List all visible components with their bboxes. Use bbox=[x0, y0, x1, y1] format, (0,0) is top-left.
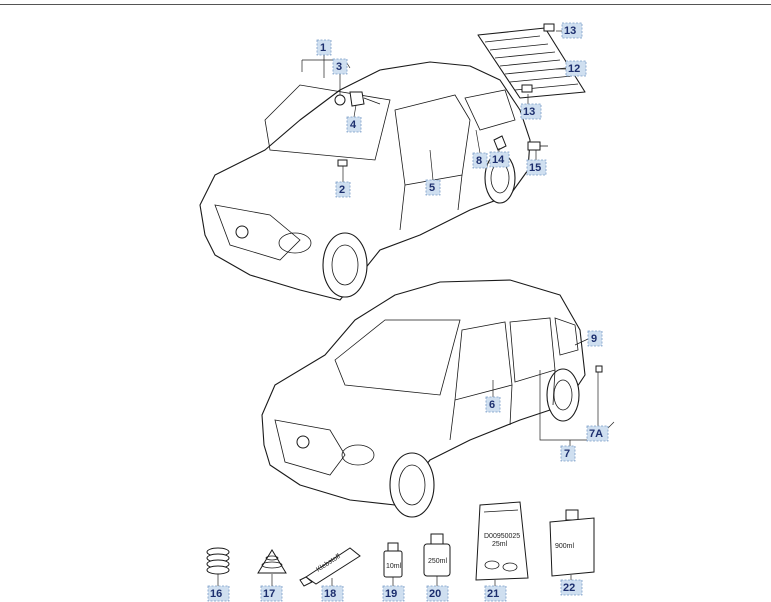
screw-15-icon bbox=[527, 141, 541, 151]
windshield-lower bbox=[334, 319, 461, 396]
part-19-bottle-icon: 10ml bbox=[383, 542, 403, 578]
callout-6: 6 bbox=[485, 396, 501, 413]
callout-21: 21 bbox=[484, 585, 507, 602]
svg-text:19: 19 bbox=[385, 588, 397, 600]
callout-4: 4 bbox=[346, 116, 362, 133]
callout-7: 7 bbox=[560, 445, 576, 462]
sensor-3-icon bbox=[334, 94, 346, 106]
callout-13-bottom: 13 bbox=[520, 103, 542, 120]
clip-7a-icon bbox=[595, 365, 603, 373]
svg-text:1: 1 bbox=[320, 42, 326, 54]
svg-text:12: 12 bbox=[568, 63, 580, 75]
front-door-window bbox=[454, 321, 513, 401]
bag-qty-label: 25ml bbox=[492, 541, 508, 548]
callout-14: 14 bbox=[489, 151, 510, 168]
svg-text:2: 2 bbox=[339, 184, 345, 196]
callout-8: 8 bbox=[472, 152, 488, 169]
callout-15: 15 bbox=[526, 159, 547, 176]
svg-text:4: 4 bbox=[350, 119, 357, 131]
svg-text:16: 16 bbox=[210, 588, 222, 600]
door-window-upper bbox=[394, 94, 471, 186]
part-20-can-icon: 250ml bbox=[423, 533, 451, 577]
grille-upper bbox=[214, 204, 301, 261]
svg-text:20: 20 bbox=[429, 588, 441, 600]
callout-9: 9 bbox=[587, 330, 603, 347]
windshield-upper bbox=[264, 84, 391, 161]
svg-text:5: 5 bbox=[429, 182, 435, 194]
callout-22: 22 bbox=[560, 579, 583, 596]
callout-12: 12 bbox=[565, 60, 587, 77]
svg-text:7A: 7A bbox=[589, 428, 603, 440]
svg-text:13: 13 bbox=[523, 106, 535, 118]
mirror-base-4-icon bbox=[349, 91, 365, 107]
svg-text:17: 17 bbox=[263, 588, 275, 600]
small-parts-upper bbox=[334, 91, 548, 167]
svg-text:3: 3 bbox=[336, 61, 342, 73]
callout-2: 2 bbox=[335, 181, 351, 198]
callout-19: 19 bbox=[382, 585, 405, 602]
part-22-canister-icon: 900ml bbox=[549, 509, 595, 577]
svg-text:8: 8 bbox=[476, 155, 482, 167]
callout-17: 17 bbox=[260, 585, 283, 602]
callout-13-top: 13 bbox=[561, 22, 583, 39]
part-21-bag-icon: D00950025 25ml bbox=[475, 501, 529, 581]
car-lower bbox=[261, 279, 603, 518]
svg-text:13: 13 bbox=[564, 25, 576, 37]
part-18-adhesive-tube-icon: Klebstoff bbox=[299, 547, 361, 587]
callout-7a: 7A bbox=[586, 425, 609, 442]
svg-text:21: 21 bbox=[487, 588, 499, 600]
canister-label: 900ml bbox=[555, 543, 575, 550]
callout-16: 16 bbox=[207, 585, 230, 602]
rear-window-part bbox=[477, 23, 586, 99]
svg-text:22: 22 bbox=[563, 582, 575, 594]
callout-5: 5 bbox=[425, 179, 441, 196]
part-16-spring-icon bbox=[206, 547, 230, 575]
bottom-leader-stubs bbox=[217, 574, 572, 586]
svg-text:9: 9 bbox=[591, 333, 597, 345]
svg-text:6: 6 bbox=[489, 399, 495, 411]
svg-text:7: 7 bbox=[564, 448, 570, 460]
svg-text:18: 18 bbox=[324, 588, 336, 600]
grille-lower bbox=[274, 419, 346, 476]
callout-20: 20 bbox=[426, 585, 449, 602]
part-17-coil-icon bbox=[257, 549, 287, 574]
bottle-label: 10ml bbox=[386, 563, 402, 570]
leader-lines bbox=[301, 30, 615, 446]
bag-code-label: D00950025 bbox=[484, 533, 520, 540]
svg-text:14: 14 bbox=[492, 154, 505, 166]
can-label: 250ml bbox=[428, 558, 448, 565]
clip-2-icon bbox=[337, 159, 348, 167]
callout-18: 18 bbox=[321, 585, 344, 602]
clip-14-icon bbox=[493, 135, 507, 151]
callout-1: 1 bbox=[316, 39, 332, 56]
car-upper bbox=[199, 61, 531, 301]
svg-text:15: 15 bbox=[529, 162, 541, 174]
top-border-line bbox=[0, 4, 771, 5]
callout-3: 3 bbox=[332, 58, 348, 75]
